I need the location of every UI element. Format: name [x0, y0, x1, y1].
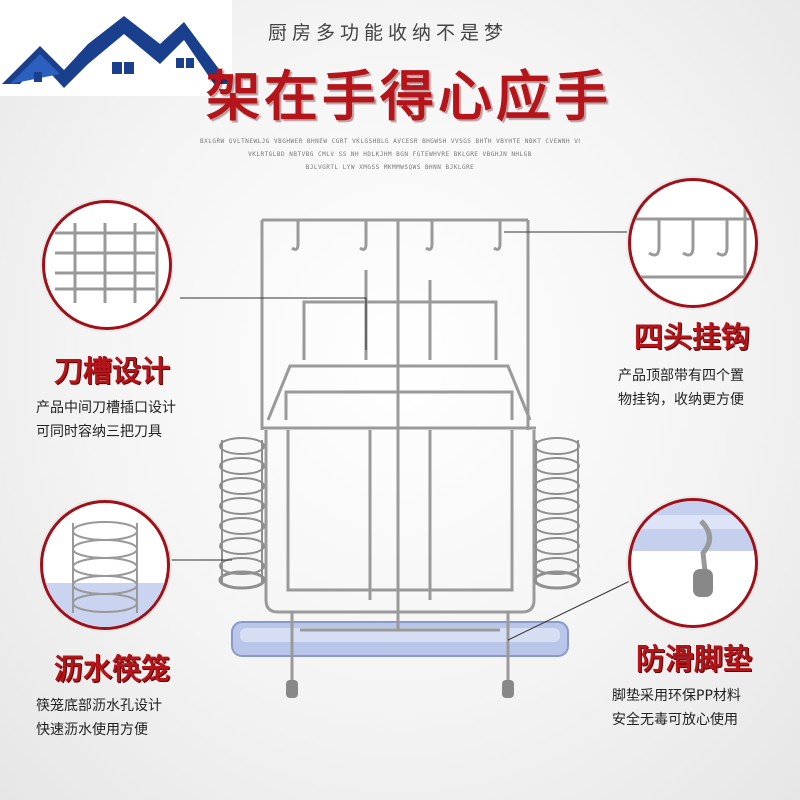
feature-title-knife-slot: 刀槽设计 — [54, 354, 171, 388]
rubber-feet — [286, 680, 514, 698]
feature-title-foot-pad: 防滑脚垫 — [636, 642, 753, 676]
feature-desc-chopstick-cage-1: 筷笼底部沥水孔设计 — [36, 698, 162, 714]
rack-frame — [260, 218, 536, 680]
feature-desc-hooks-1: 产品顶部带有四个置 — [618, 368, 744, 384]
drip-tray — [231, 621, 569, 657]
left-chopstick-cage — [218, 437, 266, 590]
foot-pad-detail-image — [628, 498, 758, 628]
header-subtitle: 厨房多功能收纳不是梦 — [268, 22, 509, 44]
feature-title-hooks: 四头挂钩 — [634, 320, 751, 354]
feature-desc-foot-pad-1: 脚垫采用环保PP材料 — [612, 688, 741, 704]
english-line-2: VKLRTGLBD NBTVBG CMLV SS NH HDLKJHM BGN … — [248, 151, 532, 158]
feature-desc-foot-pad-2: 安全无毒可放心使用 — [612, 712, 738, 728]
knife-slot-detail-image — [42, 200, 172, 330]
feature-desc-chopstick-cage-2: 快速沥水使用方便 — [36, 722, 148, 738]
english-line-3: BJLVGRTL LYW XMGSS MKMMWSQWS BHNN BJKLGR… — [305, 164, 475, 171]
english-line-1: BXLGRW GVLTNEWLJG VBGHWER BHNEW CGRT VKL… — [200, 138, 580, 145]
feature-desc-knife-slot-2: 可同时容纳三把刀具 — [36, 424, 162, 440]
chopstick-cage-detail-image — [40, 500, 170, 630]
right-chopstick-cage — [533, 437, 581, 590]
hooks-detail-image — [628, 178, 758, 308]
feature-desc-hooks-2: 物挂钩，收纳更方便 — [618, 392, 744, 408]
feature-desc-knife-slot-1: 产品中间刀槽插口设计 — [36, 400, 176, 416]
feature-title-chopstick-cage: 沥水筷笼 — [54, 652, 171, 686]
header-slogan: 架在手得心应手 — [206, 65, 612, 128]
brand-logo — [0, 0, 232, 96]
